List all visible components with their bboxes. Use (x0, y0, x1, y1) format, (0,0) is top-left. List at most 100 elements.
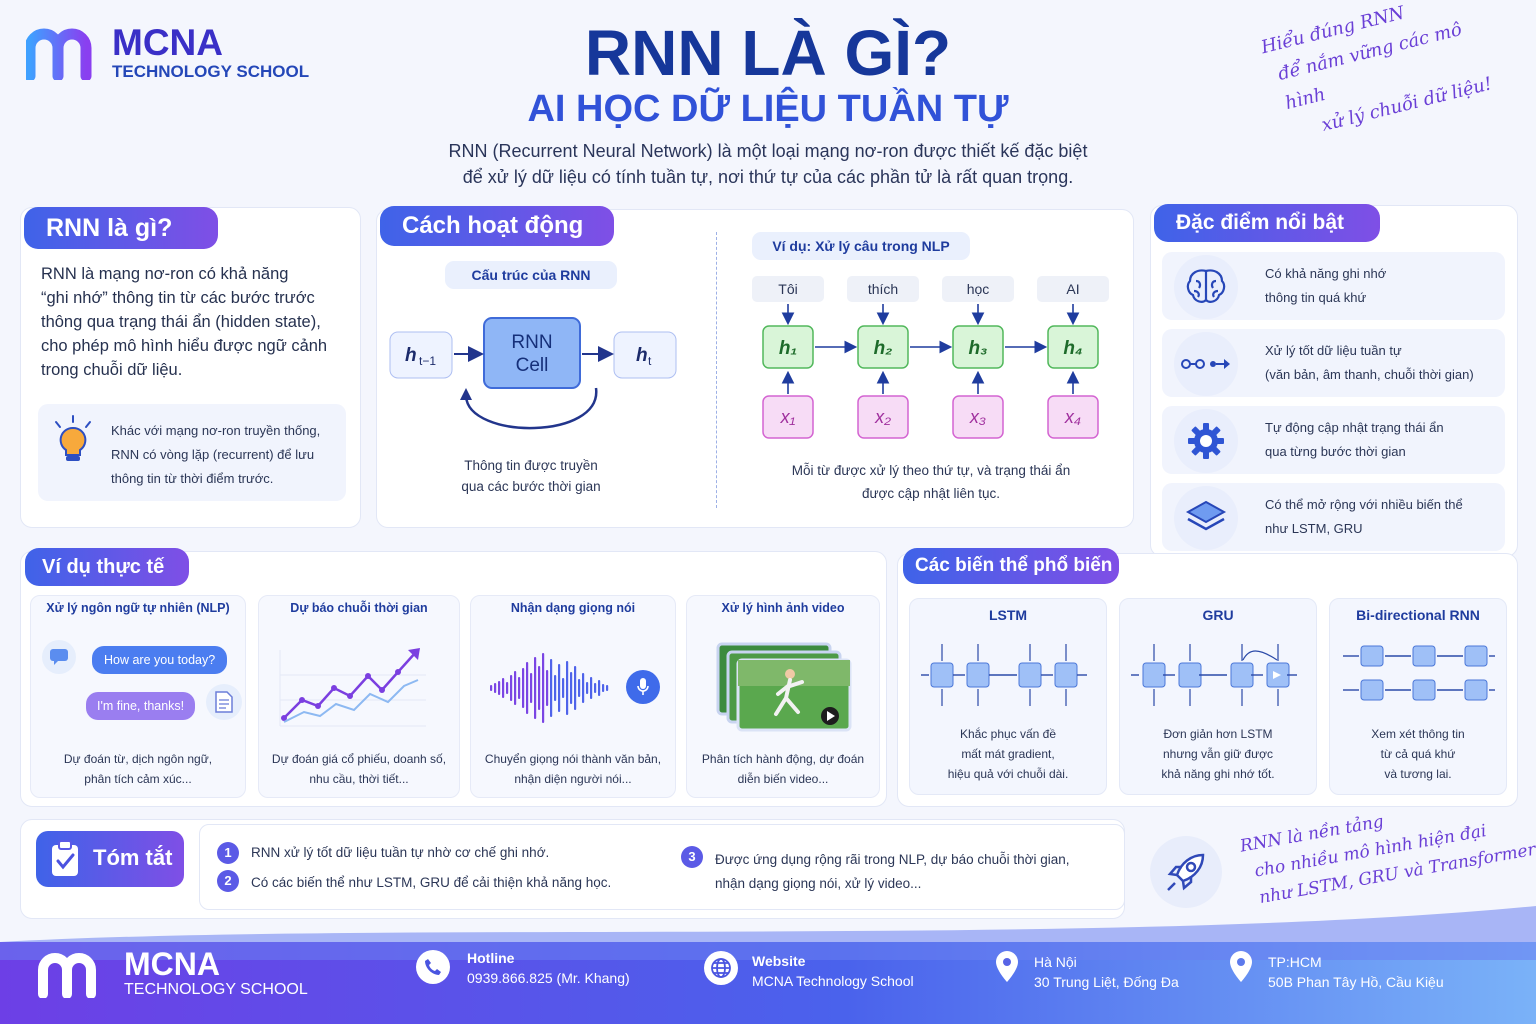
input-node (952, 395, 1004, 439)
svg-text:h₃: h₃ (969, 338, 988, 359)
input-node (857, 395, 909, 439)
example-title: Dự báo chuỗi thời gian (290, 601, 428, 615)
chat-bubble-2: I'm fine, thanks! (86, 692, 196, 720)
variant-desc-2: từ cả quá khứ (1380, 747, 1456, 761)
summary-num-2: 2 (217, 870, 239, 892)
example-desc-1: Chuyển giọng nói thành văn bản, (484, 752, 662, 766)
feature-line-1: Xử lý tốt dữ liệu tuần tự (1265, 343, 1402, 358)
footer-hotline[interactable]: 0939.866.825 (Mr. Khang) (467, 970, 630, 986)
variants-title: Các biến thể phổ biến (903, 548, 1119, 584)
features-title: Đặc điểm nổi bật (1154, 204, 1380, 242)
footer-brand-name: MCNA (124, 946, 220, 982)
footer-hotline-label: Hotline (467, 950, 515, 966)
feature-line-1: Có khả năng ghi nhớ (1265, 266, 1387, 281)
variant-desc-3: khả năng ghi nhớ tốt. (1161, 767, 1275, 781)
page-title: RNN LÀ GÌ? (584, 17, 952, 89)
svg-text:x₁: x₁ (780, 407, 796, 427)
feature-line-1: Tự động cập nhật trạng thái ẩn (1265, 420, 1444, 435)
brand-name: MCNA (112, 22, 223, 63)
svg-text:x₂: x₂ (874, 407, 891, 427)
svg-text:x₄: x₄ (1064, 407, 1081, 427)
summary-point-3-line-2: nhận dạng giọng nói, xử lý video... (715, 876, 922, 891)
gear-icon (1174, 409, 1238, 473)
rocket-icon (1150, 836, 1222, 908)
footer-brand-sub: TECHNOLOGY SCHOOL (124, 981, 308, 998)
feature-line-2: (văn bản, âm thanh, chuỗi thời gian) (1265, 367, 1474, 382)
clipboard-icon (50, 840, 80, 883)
feature-line-1: Có thể mở rộng với nhiều biến thể (1265, 497, 1463, 512)
location-pin-icon-2 (1228, 950, 1254, 989)
variant-card (1119, 598, 1317, 795)
layers-icon (1174, 486, 1238, 550)
variant-name: Bi-directional RNN (1356, 607, 1480, 623)
summary-num-1: 1 (217, 842, 239, 864)
sequence-icon (1174, 332, 1238, 396)
example-desc-1: Phân tích hành động, dự đoán (701, 752, 865, 766)
what-line-2: “ghi nhớ” thông tin từ các bước trước (41, 289, 315, 307)
footer-hcm-label: TP:HCM (1268, 954, 1322, 970)
how-title: Cách hoạt động (380, 206, 614, 246)
variant-desc-2: mất mát gradient, (961, 747, 1055, 761)
svg-text:h₄: h₄ (1063, 338, 1082, 359)
summary-point-2: Có các biến thể như LSTM, GRU để cải thi… (251, 875, 612, 890)
input-node (762, 395, 814, 439)
what-title: RNN là gì? (24, 207, 218, 249)
feature-line-2: thông tin quá khứ (1265, 290, 1367, 305)
variant-name: GRU (1202, 607, 1234, 623)
input-node (1047, 395, 1099, 439)
what-body: RNN là mạng nơ-ron có khả năng “ghi nhớ”… (41, 262, 327, 382)
summary-point-3-line-1: Được ứng dụng rộng rãi trong NLP, dự báo… (715, 852, 1070, 867)
what-line-5: trong chuỗi dữ liệu. (41, 361, 183, 379)
variant-name: LSTM (988, 607, 1028, 623)
example-desc-2: nhu cầu, thời tiết... (309, 772, 409, 786)
example-desc-2: diễn biến video... (737, 772, 829, 786)
nlp-caption-line-2: được cập nhật liên tục. (862, 486, 1000, 501)
intro-line-1: RNN (Recurrent Neural Network) là một lo… (448, 141, 1088, 161)
phone-icon (416, 950, 450, 984)
example-desc-1: Dự đoán giá cổ phiếu, doanh số, (271, 752, 447, 766)
hidden-state-node (1047, 325, 1099, 369)
microphone-icon (626, 670, 660, 704)
nlp-caption: Mỗi từ được xử lý theo thứ tự, và trạng … (748, 459, 1114, 505)
what-note-line-2: RNN có vòng lặp (recurrent) để lưu (111, 447, 315, 462)
variant-desc-2: nhưng vẫn giữ được (1162, 747, 1274, 761)
rnn-caption: Thông tin được truyền qua các bước thời … (436, 455, 626, 497)
footer-hcm: 50B Phan Tây Hồ, Cầu Kiệu (1268, 974, 1444, 990)
example-desc-1: Dự đoán từ, dịch ngôn ngữ, (63, 752, 213, 766)
page-subtitle: AI HỌC DỮ LIỆU TUẦN TỰ (527, 88, 1009, 130)
svg-text:h₂: h₂ (874, 338, 893, 359)
what-note-line-3: thông tin từ thời điểm trước. (111, 471, 274, 486)
nlp-caption-line-1: Mỗi từ được xử lý theo thứ tự, và trạng … (791, 463, 1071, 478)
video-frames (716, 642, 852, 739)
example-title: Nhận dạng giọng nói (510, 601, 636, 615)
svg-text:h₁: h₁ (779, 338, 797, 359)
svg-text:t−1: t−1 (419, 354, 436, 368)
summary-point-1: RNN xử lý tốt dữ liệu tuần tự nhờ cơ chế… (251, 845, 550, 860)
word-token: Tôi (778, 281, 797, 297)
variant-desc-1: Xem xét thông tin (1371, 727, 1465, 741)
rnn-caption-line-2: qua các bước thời gian (461, 479, 601, 494)
variant-diagram (1341, 640, 1497, 710)
what-line-3: thông qua trạng thái ẩn (hidden state), (41, 313, 321, 331)
variant-desc-3: và tương lai. (1384, 767, 1452, 781)
tagline: Hiểu đúng RNN để nắm vững các mô hình xử… (1258, 0, 1520, 150)
how-divider (716, 232, 717, 508)
example-desc-2: nhận diện người nói... (514, 772, 632, 786)
variant-desc-1: Khắc phục vấn đề (959, 727, 1057, 741)
brand-sub: TECHNOLOGY SCHOOL (112, 62, 310, 81)
example-title: Xử lý hình ảnh video (721, 601, 845, 615)
footer-hn-label: Hà Nội (1034, 954, 1077, 970)
example-desc-2: phân tích cảm xúc... (84, 772, 192, 786)
example-card (258, 595, 460, 798)
svg-text:x₃: x₃ (969, 407, 986, 427)
summary-num-3: 3 (681, 846, 703, 868)
rnn-structure-label: Cấu trúc của RNN (445, 261, 617, 289)
lightbulb-icon (50, 414, 96, 475)
footer-web[interactable]: MCNA Technology School (752, 973, 914, 989)
footer-web-label: Website (752, 953, 806, 969)
footer-logo (38, 950, 106, 1003)
footer-hn: 30 Trung Liệt, Đống Đa (1034, 974, 1179, 990)
document-icon (206, 684, 242, 720)
footer-wave (0, 900, 1536, 965)
